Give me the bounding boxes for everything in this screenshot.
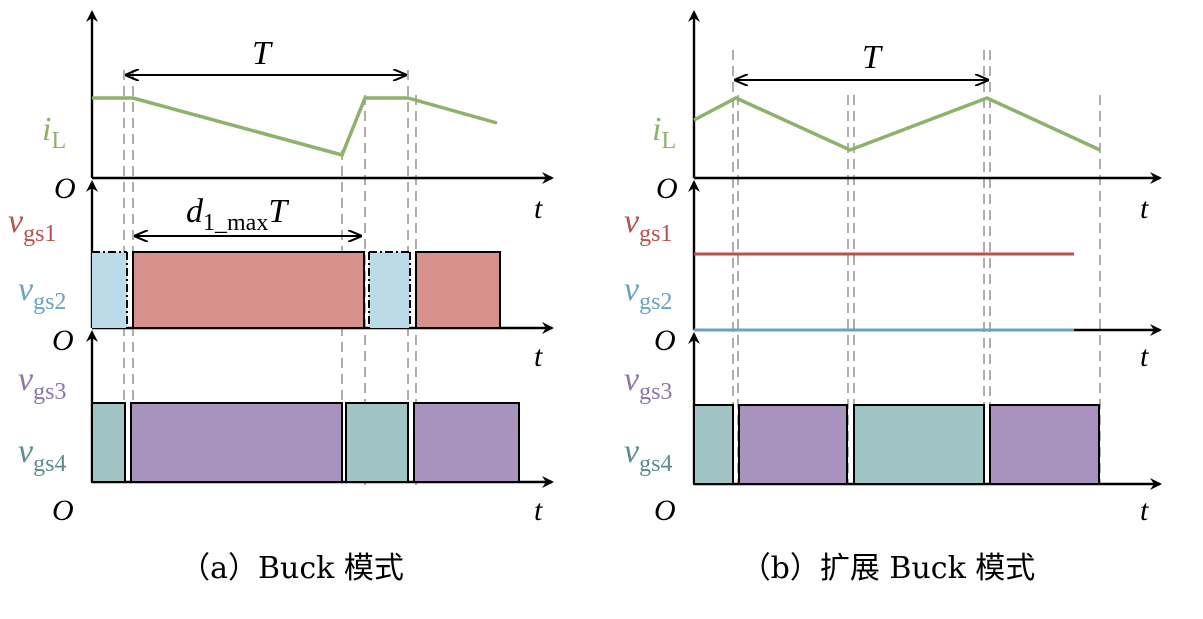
panel-a-vgs3-label: vgs3	[18, 361, 66, 405]
panel-b-period-label: T	[862, 39, 883, 76]
panel-a-gs4-pulse-2	[345, 402, 409, 483]
panel-b-origin-3: O	[654, 494, 676, 527]
panel-a-time-1: t	[534, 192, 543, 225]
panel-b-current-waveform	[693, 96, 1101, 152]
panel-a-gs34-section: vgs3 vgs4 O t	[18, 330, 554, 527]
panel-a-gs4-pulse-1	[91, 402, 126, 483]
panel-a-dmax-label: d1_maxT	[186, 193, 289, 236]
panel-a-time-3: t	[534, 494, 543, 527]
panel-b: iL O t T vgs1 vgs2 O t	[624, 10, 1162, 586]
panel-b-caption: （b）扩展 Buck 模式	[741, 551, 1036, 586]
panel-a-current-waveform	[92, 96, 498, 158]
panel-a-iL-label: iL	[42, 111, 66, 154]
panel-a-vgs1-label: vgs1	[8, 203, 56, 247]
panel-a-gs1-pulse-2	[415, 251, 501, 329]
panel-b-time-2: t	[1140, 340, 1149, 373]
panel-a-vgs2-label: vgs2	[18, 271, 66, 315]
panel-b-current-section: iL O t T	[652, 10, 1162, 225]
panel-b-gs3-pulse-1	[738, 404, 848, 485]
panel-b-gs34-section: vgs3 vgs4 O t	[624, 332, 1162, 527]
panel-a-current-section: iL O t T	[42, 10, 554, 225]
panel-b-gs4-pulse-1	[693, 404, 734, 485]
panel-b-time-1: t	[1140, 192, 1149, 225]
panel-b-iL-label: iL	[652, 111, 676, 154]
panel-a-gs12-section: d1_maxT vgs1 vgs2 O t	[8, 180, 554, 373]
panel-b-vgs3-label: vgs3	[624, 361, 672, 405]
panel-b-vgs2-label: vgs2	[624, 271, 672, 315]
panel-a-origin-1: O	[54, 172, 76, 205]
panel-a-origin-2: O	[52, 324, 74, 357]
panel-b-gs12-section: vgs1 vgs2 O t	[624, 180, 1162, 373]
panel-b-vgs1-label: vgs1	[624, 203, 672, 247]
panel-a-origin-3: O	[52, 494, 74, 527]
panel-b-gs3-pulse-2	[989, 404, 1100, 485]
panel-a-caption: （a）Buck 模式	[180, 551, 404, 586]
panel-a: iL O t T d1_maxT	[8, 10, 554, 586]
panel-a-time-2: t	[534, 340, 543, 373]
panel-b-origin-1: O	[656, 172, 678, 205]
panel-a-period-label: T	[252, 35, 273, 72]
panel-a-gs3-pulse-1	[130, 402, 343, 483]
panel-b-gs4-pulse-2	[853, 404, 985, 485]
panel-b-time-3: t	[1140, 494, 1149, 527]
panel-a-vgs4-label: vgs4	[18, 433, 66, 477]
panel-b-origin-2: O	[654, 324, 676, 357]
panel-a-gs3-pulse-2	[413, 402, 520, 483]
panel-a-gs2-pulse-2	[369, 252, 410, 328]
panel-b-vgs4-label: vgs4	[624, 433, 672, 477]
panel-a-gs1-pulse-1	[132, 251, 365, 329]
panel-a-gs2-pulse-1	[92, 252, 127, 328]
